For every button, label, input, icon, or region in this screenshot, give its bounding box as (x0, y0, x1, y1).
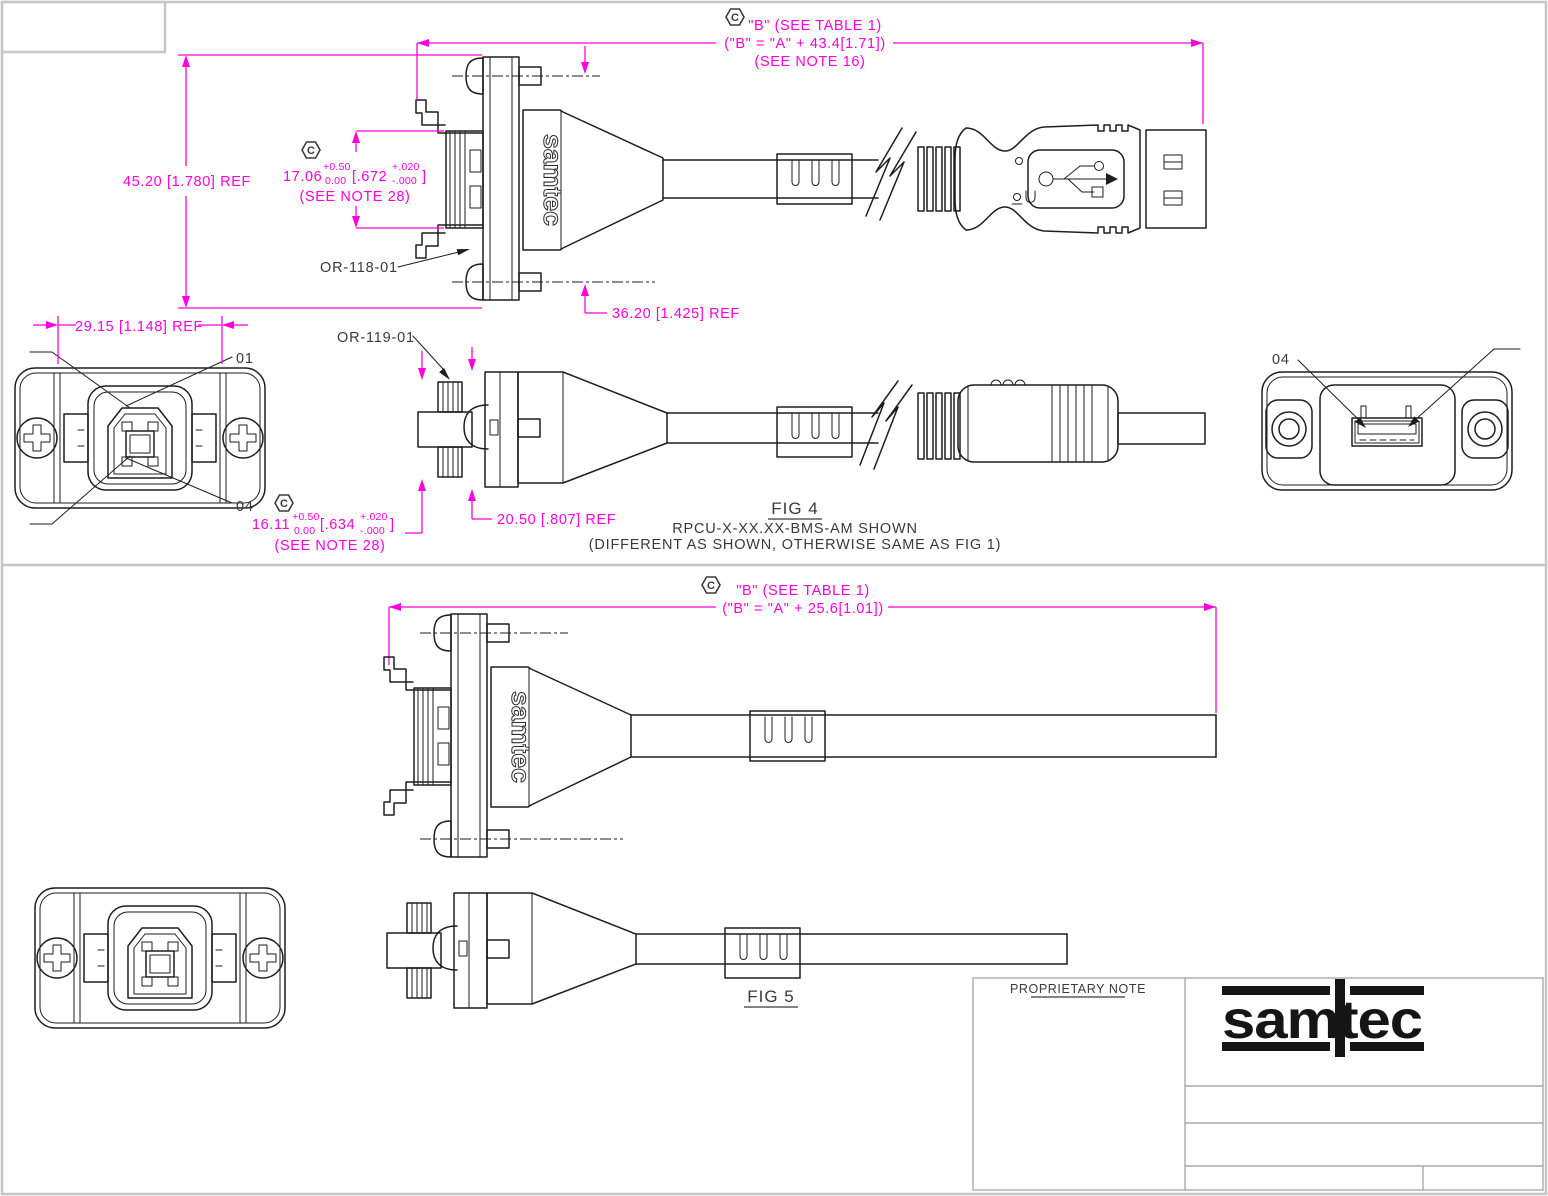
fig4-dimensions: C "B" (SEE TABLE 1) ("B" = "A" + 43.4[1.… (123, 8, 1204, 322)
usb-trident-icon (1038, 161, 1118, 198)
oring-label: OR-119-01 (337, 330, 415, 346)
usb-a-plug-top-view (957, 379, 1206, 463)
flag-note-letter: C (280, 498, 288, 510)
fig4-front-view: 01 04 29.15 [1.148] REF (14, 316, 266, 525)
dim-oring-tolm: 0.00 (325, 175, 346, 187)
dim-oring-note: (SEE NOTE 28) (300, 189, 411, 205)
dim-oring-mm: 17.06 (283, 169, 322, 185)
flag-note-letter: C (731, 12, 739, 24)
fig4-caption: FIG 4 RPCU-X-XX.XX-BMS-AM SHOWN (DIFFERE… (589, 499, 1002, 553)
dim-oring-inch-tolm: -.000 (392, 175, 417, 187)
fig4-caption-line1: RPCU-X-XX.XX-BMS-AM SHOWN (672, 521, 918, 537)
fig4-top-view-assembly: OR-119-01 C 16.11 +0.50 0.00 [.634 +.020… (252, 330, 1206, 554)
pin-label-04: 04 (236, 499, 254, 515)
fig5-dim-b-line2: ("B" = "A" + 25.6[1.01]) (722, 601, 884, 617)
dim-oring2-tolp: +0.50 (292, 511, 320, 523)
dim-oring2-tolm: 0.00 (294, 525, 315, 537)
dim-oring-bracket: ] (422, 169, 427, 185)
dim-oring2-bracket: ] (390, 517, 395, 533)
dim-oring2-note: (SEE NOTE 28) (275, 538, 386, 554)
fig5-dimensions: C "B" (SEE TABLE 1) ("B" = "A" + 25.6[1.… (388, 576, 1217, 713)
fig5-caption: FIG 5 (744, 987, 798, 1008)
dim-screw-span: 36.20 [1.425] REF (612, 306, 740, 322)
cable-boot-ribs (917, 392, 961, 460)
flag-note-letter: C (307, 145, 315, 157)
title-block: PROPRIETARY NOTE samtec (972, 977, 1544, 1191)
fig5-top-view-assembly (386, 892, 1068, 1009)
cable-break-icon (859, 380, 913, 470)
usb-a-plug (954, 124, 1207, 234)
fig5-side-assembly (383, 613, 1217, 858)
samtec-logo: samtec (1222, 979, 1424, 1057)
dim-b-line2: ("B" = "A" + 43.4[1.71]) (724, 36, 886, 52)
zone-box (0, 0, 167, 54)
samtec-logo-text: samtec (1222, 990, 1422, 1050)
cable-break-icon (865, 127, 917, 221)
fig4-title: FIG 4 (771, 499, 819, 518)
proprietary-note-label: PROPRIETARY NOTE (1010, 982, 1146, 996)
pin-label-01: 01 (236, 351, 254, 367)
dim-oring-inch-tolp: +.020 (392, 161, 420, 173)
cable-boot-ribs (917, 146, 961, 212)
dim-b-line1: "B" (SEE TABLE 1) (748, 18, 882, 34)
dim-oring2-inch-tolp: +.020 (360, 511, 388, 523)
molded-mark-icon (1025, 190, 1036, 203)
pin-label-04-right: 04 (1272, 352, 1290, 368)
dim-boss: 20.50 [.807] REF (497, 512, 616, 528)
dim-oring-tolp: +0.50 (323, 161, 351, 173)
dim-oring2-inch: [.634 (320, 517, 355, 533)
molded-mark-icon (1013, 193, 1021, 201)
dim-oring2-inch-tolm: -.000 (360, 525, 385, 537)
molded-mark-icon (1015, 157, 1023, 165)
fig5-title: FIG 5 (747, 987, 795, 1006)
oring-label: OR-118-01 (320, 260, 398, 276)
fig4-caption-line2: (DIFFERENT AS SHOWN, OTHERWISE SAME AS F… (589, 537, 1002, 553)
fig5-front-view (34, 887, 286, 1029)
dim-b-line3: (SEE NOTE 16) (755, 54, 866, 70)
dim-oring2-mm: 16.11 (252, 517, 290, 533)
dim-oring-inch: [.672 (352, 169, 387, 185)
dim-height: 45.20 [1.780] REF (123, 174, 251, 190)
fig4-usb-a-front-view: 04 (1261, 348, 1521, 491)
fig5-dim-b-line1: "B" (SEE TABLE 1) (736, 583, 870, 599)
flag-note-letter: C (707, 580, 715, 592)
dim-panel-width: 29.15 [1.148] REF (75, 319, 203, 335)
fig4-side-assembly: OR-118-01 (320, 56, 1207, 301)
